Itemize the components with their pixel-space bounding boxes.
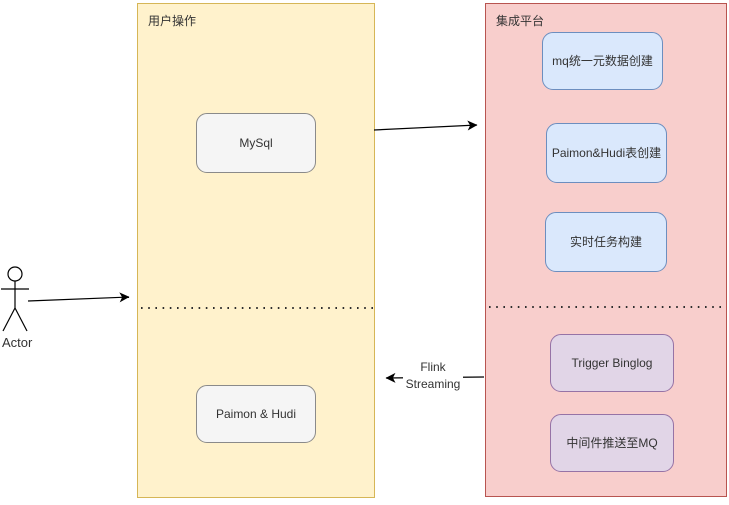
node-mysql: MySql	[196, 113, 316, 173]
actor-leg-right	[14, 307, 28, 332]
node-trigger-binglog-label: Trigger Binglog	[571, 355, 653, 370]
actor-figure	[1, 266, 29, 332]
node-trigger-binglog: Trigger Binglog	[550, 334, 674, 392]
actor-label: Actor	[2, 335, 33, 350]
node-paimon-hudi-label: Paimon & Hudi	[215, 406, 297, 421]
node-middleware-push-mq-label: 中间件推送至MQ	[566, 435, 658, 450]
node-mq-metadata-create: mq统一元数据创建	[542, 32, 663, 90]
arrow-user-to-platform	[373, 120, 478, 131]
actor-head	[7, 266, 23, 282]
flink-streaming-edge-label: Flink Streaming	[403, 359, 463, 393]
actor-leg-left	[2, 307, 16, 332]
node-realtime-task-build: 实时任务构建	[545, 212, 667, 272]
arrow-actor-to-user-lane	[27, 292, 130, 303]
lane-integration-platform-title: 集成平台	[496, 14, 545, 28]
node-paimon-hudi: Paimon & Hudi	[196, 385, 316, 443]
lane-user-operations-title: 用户操作	[148, 14, 197, 28]
node-paimon-hudi-table-create: Paimon&Hudi表创建	[546, 123, 667, 183]
node-paimon-hudi-table-create-label: Paimon&Hudi表创建	[551, 145, 662, 160]
node-mysql-label: MySql	[239, 135, 273, 150]
node-mq-metadata-create-label: mq统一元数据创建	[552, 53, 653, 68]
node-middleware-push-mq: 中间件推送至MQ	[550, 414, 674, 472]
node-realtime-task-build-label: 实时任务构建	[569, 234, 642, 249]
